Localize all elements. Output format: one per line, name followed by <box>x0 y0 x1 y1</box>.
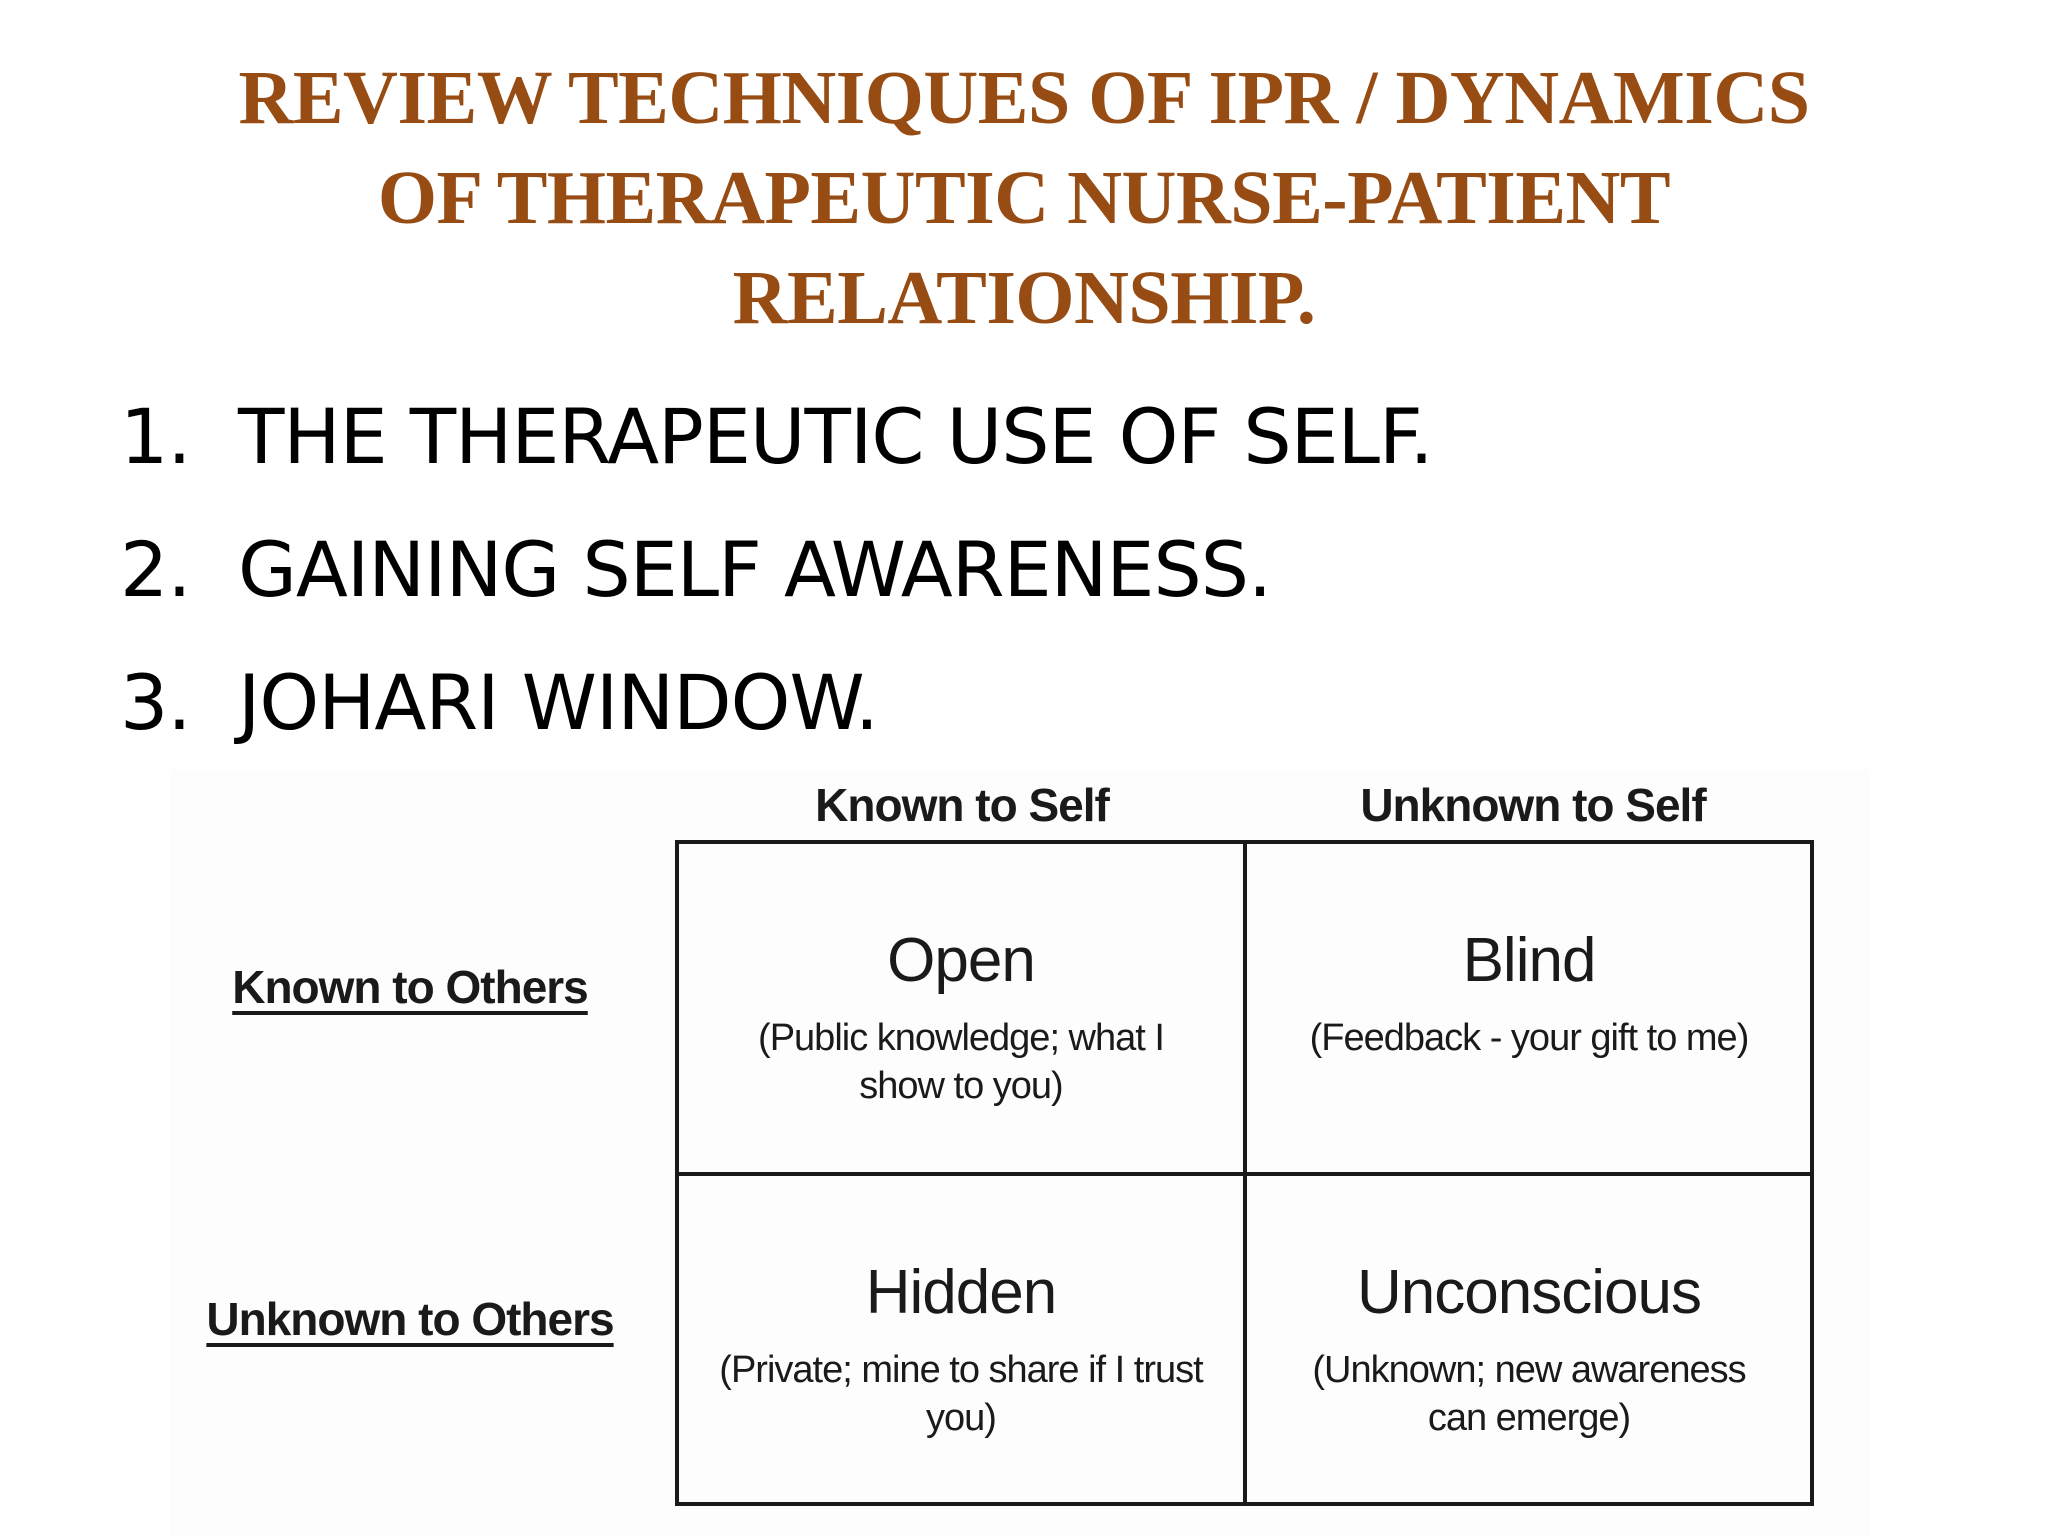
quadrant-open-title: Open <box>887 926 1036 995</box>
quadrant-hidden-description: (Private; mine to share if I trust you) <box>719 1349 1203 1439</box>
list-item-text: GAINING SELF AWARENESS. <box>238 525 1272 614</box>
list-item-number: 1. <box>120 392 192 481</box>
row-header-unknown-to-others: Unknown to Others <box>206 1293 614 1345</box>
quadrant-blind-title: Blind <box>1462 926 1597 995</box>
quadrant-unconscious-description: (Unknown; new awareness can emerge) <box>1312 1349 1746 1439</box>
grid-divider-horizontal <box>679 1172 1810 1176</box>
numbered-list: 1. THE THERAPEUTIC USE OF SELF. 2. GAINI… <box>120 370 1620 769</box>
quadrant-blind-description: (Feedback - your gift to me) <box>1309 1017 1750 1059</box>
list-item: 3. JOHARI WINDOW. <box>120 636 1620 769</box>
johari-window-diagram: Known to Self Unknown to Self Known to O… <box>170 770 1870 1536</box>
quadrant-open: Open (Public knowledge; what I show to y… <box>681 844 1241 1144</box>
column-header-known-to-self: Known to Self <box>815 779 1110 831</box>
title-line-3: RELATIONSHIP. <box>732 256 1316 340</box>
list-item-text: JOHARI WINDOW. <box>238 658 879 747</box>
quadrant-unconscious: Unconscious (Unknown; new awareness can … <box>1249 1176 1809 1476</box>
quadrant-open-description: (Public knowledge; what I show to you) <box>758 1017 1165 1107</box>
list-item: 1. THE THERAPEUTIC USE OF SELF. <box>120 370 1620 503</box>
slide-title: REVIEW TECHNIQUES OF IPR / DYNAMICS OF T… <box>100 48 1948 348</box>
list-item-text: THE THERAPEUTIC USE OF SELF. <box>238 392 1434 481</box>
row-header-known-to-others: Known to Others <box>232 961 589 1013</box>
quadrant-hidden: Hidden (Private; mine to share if I trus… <box>681 1176 1241 1476</box>
title-line-1: REVIEW TECHNIQUES OF IPR / DYNAMICS <box>238 56 1810 140</box>
quadrant-blind: Blind (Feedback - your gift to me) <box>1249 844 1809 1144</box>
quadrant-hidden-title: Hidden <box>865 1258 1057 1327</box>
johari-grid: Open (Public knowledge; what I show to y… <box>675 840 1814 1506</box>
list-item: 2. GAINING SELF AWARENESS. <box>120 503 1620 636</box>
list-item-number: 3. <box>120 658 192 747</box>
title-line-2: OF THERAPEUTIC NURSE-PATIENT <box>377 156 1671 240</box>
quadrant-unconscious-title: Unconscious <box>1357 1258 1702 1327</box>
column-header-unknown-to-self: Unknown to Self <box>1360 779 1706 831</box>
list-item-number: 2. <box>120 525 192 614</box>
